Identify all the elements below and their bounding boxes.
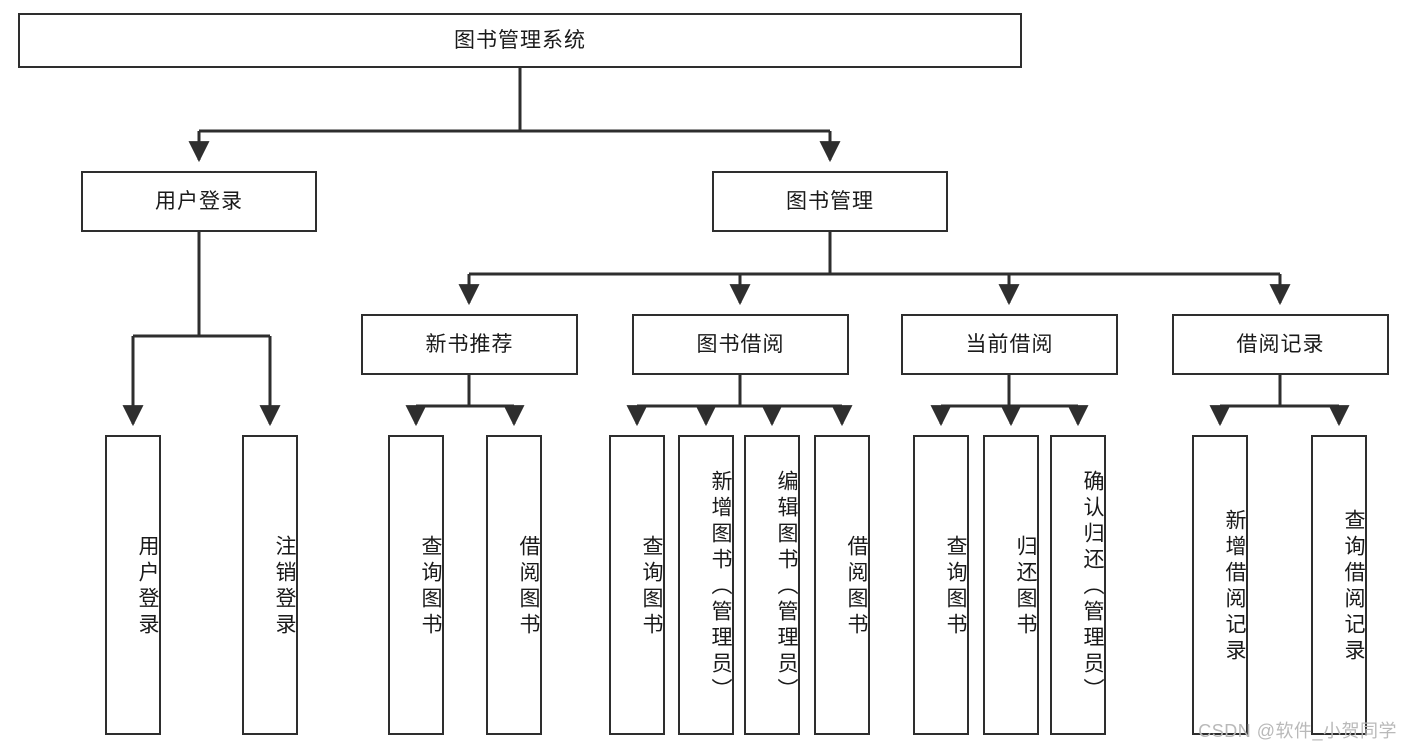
leaf-add-record[interactable]: 新增借阅记录	[1192, 435, 1248, 735]
leaf-borrow-book-2[interactable]: 借阅图书	[814, 435, 870, 735]
leaf-user-login[interactable]: 用户登录	[105, 435, 161, 735]
node-book-manage-label: 图书管理	[786, 189, 874, 213]
leaf-add-book[interactable]: 新增图书（管理员）	[678, 435, 734, 735]
leaf-logout[interactable]: 注销登录	[242, 435, 298, 735]
leaf-borrow-book-1-label: 借阅图书	[517, 535, 540, 639]
leaf-query-book-3[interactable]: 查询图书	[913, 435, 969, 735]
leaf-confirm-return-label: 确认归还（管理员）	[1081, 470, 1104, 704]
leaf-confirm-return[interactable]: 确认归还（管理员）	[1050, 435, 1106, 735]
leaf-borrow-book-1[interactable]: 借阅图书	[486, 435, 542, 735]
leaf-return-book[interactable]: 归还图书	[983, 435, 1039, 735]
node-current-borrow[interactable]: 当前借阅	[901, 314, 1118, 375]
leaf-query-book-1-label: 查询图书	[419, 535, 442, 639]
node-new-book-recommend-label: 新书推荐	[425, 332, 514, 356]
node-current-borrow-label: 当前借阅	[965, 332, 1054, 356]
node-root-label: 图书管理系统	[454, 28, 586, 52]
node-book-manage[interactable]: 图书管理	[712, 171, 948, 232]
leaf-return-book-label: 归还图书	[1014, 535, 1037, 639]
leaf-query-book-3-label: 查询图书	[944, 535, 967, 639]
node-user-login[interactable]: 用户登录	[81, 171, 317, 232]
leaf-user-login-label: 用户登录	[136, 535, 159, 639]
node-new-book-recommend[interactable]: 新书推荐	[361, 314, 578, 375]
leaf-borrow-book-2-label: 借阅图书	[845, 535, 868, 639]
leaf-query-book-2[interactable]: 查询图书	[609, 435, 665, 735]
node-book-borrow[interactable]: 图书借阅	[632, 314, 849, 375]
node-borrow-record-label: 借阅记录	[1236, 332, 1325, 356]
leaf-edit-book[interactable]: 编辑图书（管理员）	[744, 435, 800, 735]
node-user-login-label: 用户登录	[155, 189, 243, 213]
node-book-borrow-label: 图书借阅	[696, 332, 785, 356]
leaf-query-book-2-label: 查询图书	[640, 535, 663, 639]
node-root[interactable]: 图书管理系统	[18, 13, 1022, 68]
watermark: CSDN @软件_小贺同学	[1198, 721, 1397, 741]
leaf-edit-book-label: 编辑图书（管理员）	[775, 470, 798, 704]
leaf-query-record-label: 查询借阅记录	[1342, 509, 1365, 665]
leaf-add-record-label: 新增借阅记录	[1223, 509, 1246, 665]
leaf-logout-label: 注销登录	[273, 535, 296, 639]
leaf-query-book-1[interactable]: 查询图书	[388, 435, 444, 735]
leaf-query-record[interactable]: 查询借阅记录	[1311, 435, 1367, 735]
node-borrow-record[interactable]: 借阅记录	[1172, 314, 1389, 375]
leaf-add-book-label: 新增图书（管理员）	[709, 470, 732, 704]
